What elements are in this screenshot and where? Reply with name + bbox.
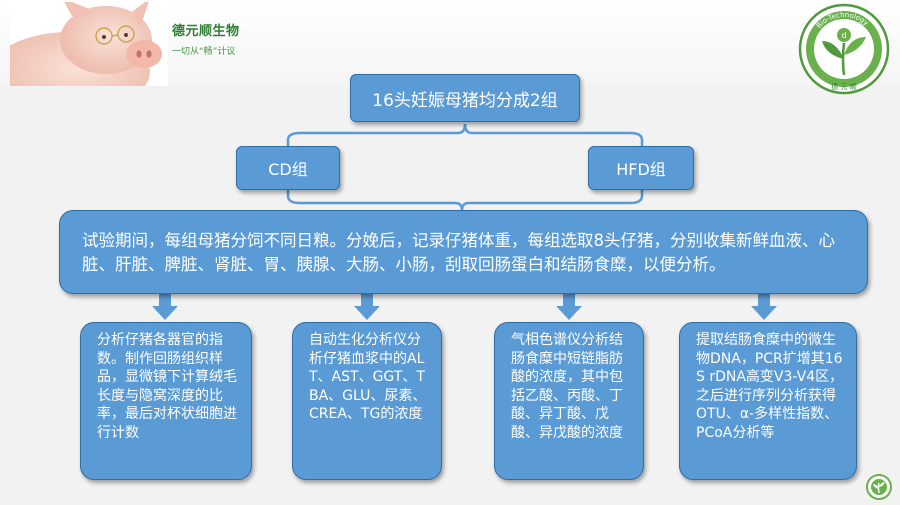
- method-box-microbiome: 提取结肠食糜中的微生物DNA，PCR扩增其16S rDNA高变V3-V4区，之后…: [679, 322, 857, 480]
- company-logo-icon: Bio-Technology d 德 元 顺: [798, 3, 890, 95]
- method-box-scfa: 气相色谱仪分析结肠食糜中短链脂肪酸的浓度，其中包括乙酸、丙酸、丁酸、异丁酸、戊酸…: [494, 322, 644, 480]
- brand: 德元顺生物 一切从“畅”计议: [172, 20, 240, 57]
- method-box-organ-index: 分析仔猪各器官的指数。制作回肠组织样品，显微镜下计算绒毛长度与隐窝深度的比率，最…: [80, 322, 252, 480]
- brace-root-to-groups: [286, 123, 644, 146]
- leaf-logo-icon: [866, 474, 892, 500]
- down-arrow-icon: [556, 294, 582, 320]
- down-arrow-icon: [354, 294, 380, 320]
- procedure-box: 试验期间，每组母猪分饲不同日粮。分娩后，记录仔猪体重，每组选取8头仔猪，分别收集…: [59, 210, 868, 294]
- down-arrow-icon: [751, 294, 777, 320]
- brand-name: 德元顺生物: [172, 24, 240, 39]
- group-box-hfd: HFD组: [588, 146, 694, 190]
- brand-slogan: 一切从“畅”计议: [172, 47, 236, 57]
- logo-bottom-text: 德 元 顺: [831, 82, 856, 91]
- down-arrow-icon: [152, 294, 178, 320]
- group-box-cd: CD组: [236, 146, 340, 190]
- brace-groups-to-procedure: [286, 190, 644, 211]
- root-box: 16头妊娠母猪均分成2组: [350, 74, 580, 122]
- pig-photo: [10, 2, 168, 86]
- method-box-biochemistry: 自动生化分析仪分析仔猪血浆中的ALT、AST、GGT、TBA、GLU、尿素、CR…: [292, 322, 442, 480]
- svg-text:d: d: [841, 31, 846, 40]
